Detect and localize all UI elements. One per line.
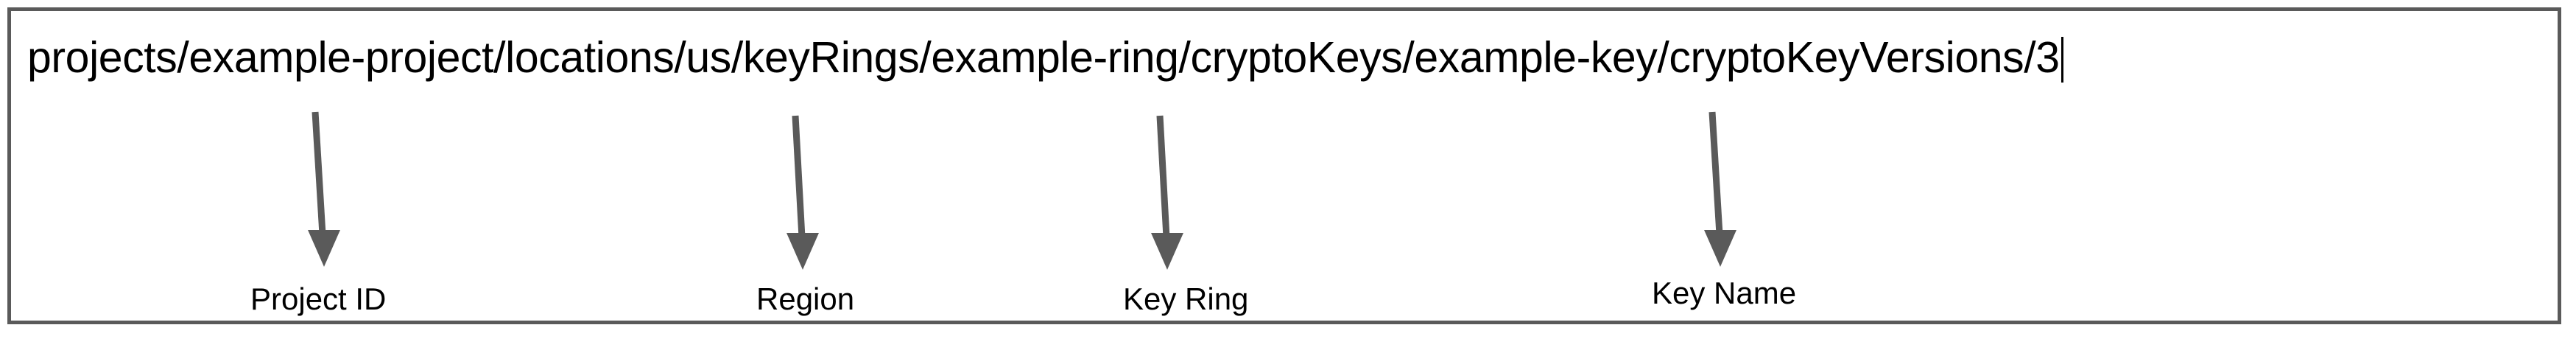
callout-label-key-ring: Key Ring	[1123, 282, 1249, 316]
callout-label-region: Region	[756, 282, 855, 316]
resource-path-text: projects/example-project/locations/us/ke…	[27, 32, 2060, 82]
resource-path-field[interactable]: projects/example-project/locations/us/ke…	[27, 24, 2546, 91]
callout-label-project-id: Project ID	[250, 282, 387, 316]
text-caret	[2061, 37, 2063, 83]
figure-panel: projects/example-project/locations/us/ke…	[7, 7, 2561, 324]
callout-label-key-name: Key Name	[1652, 276, 1797, 310]
